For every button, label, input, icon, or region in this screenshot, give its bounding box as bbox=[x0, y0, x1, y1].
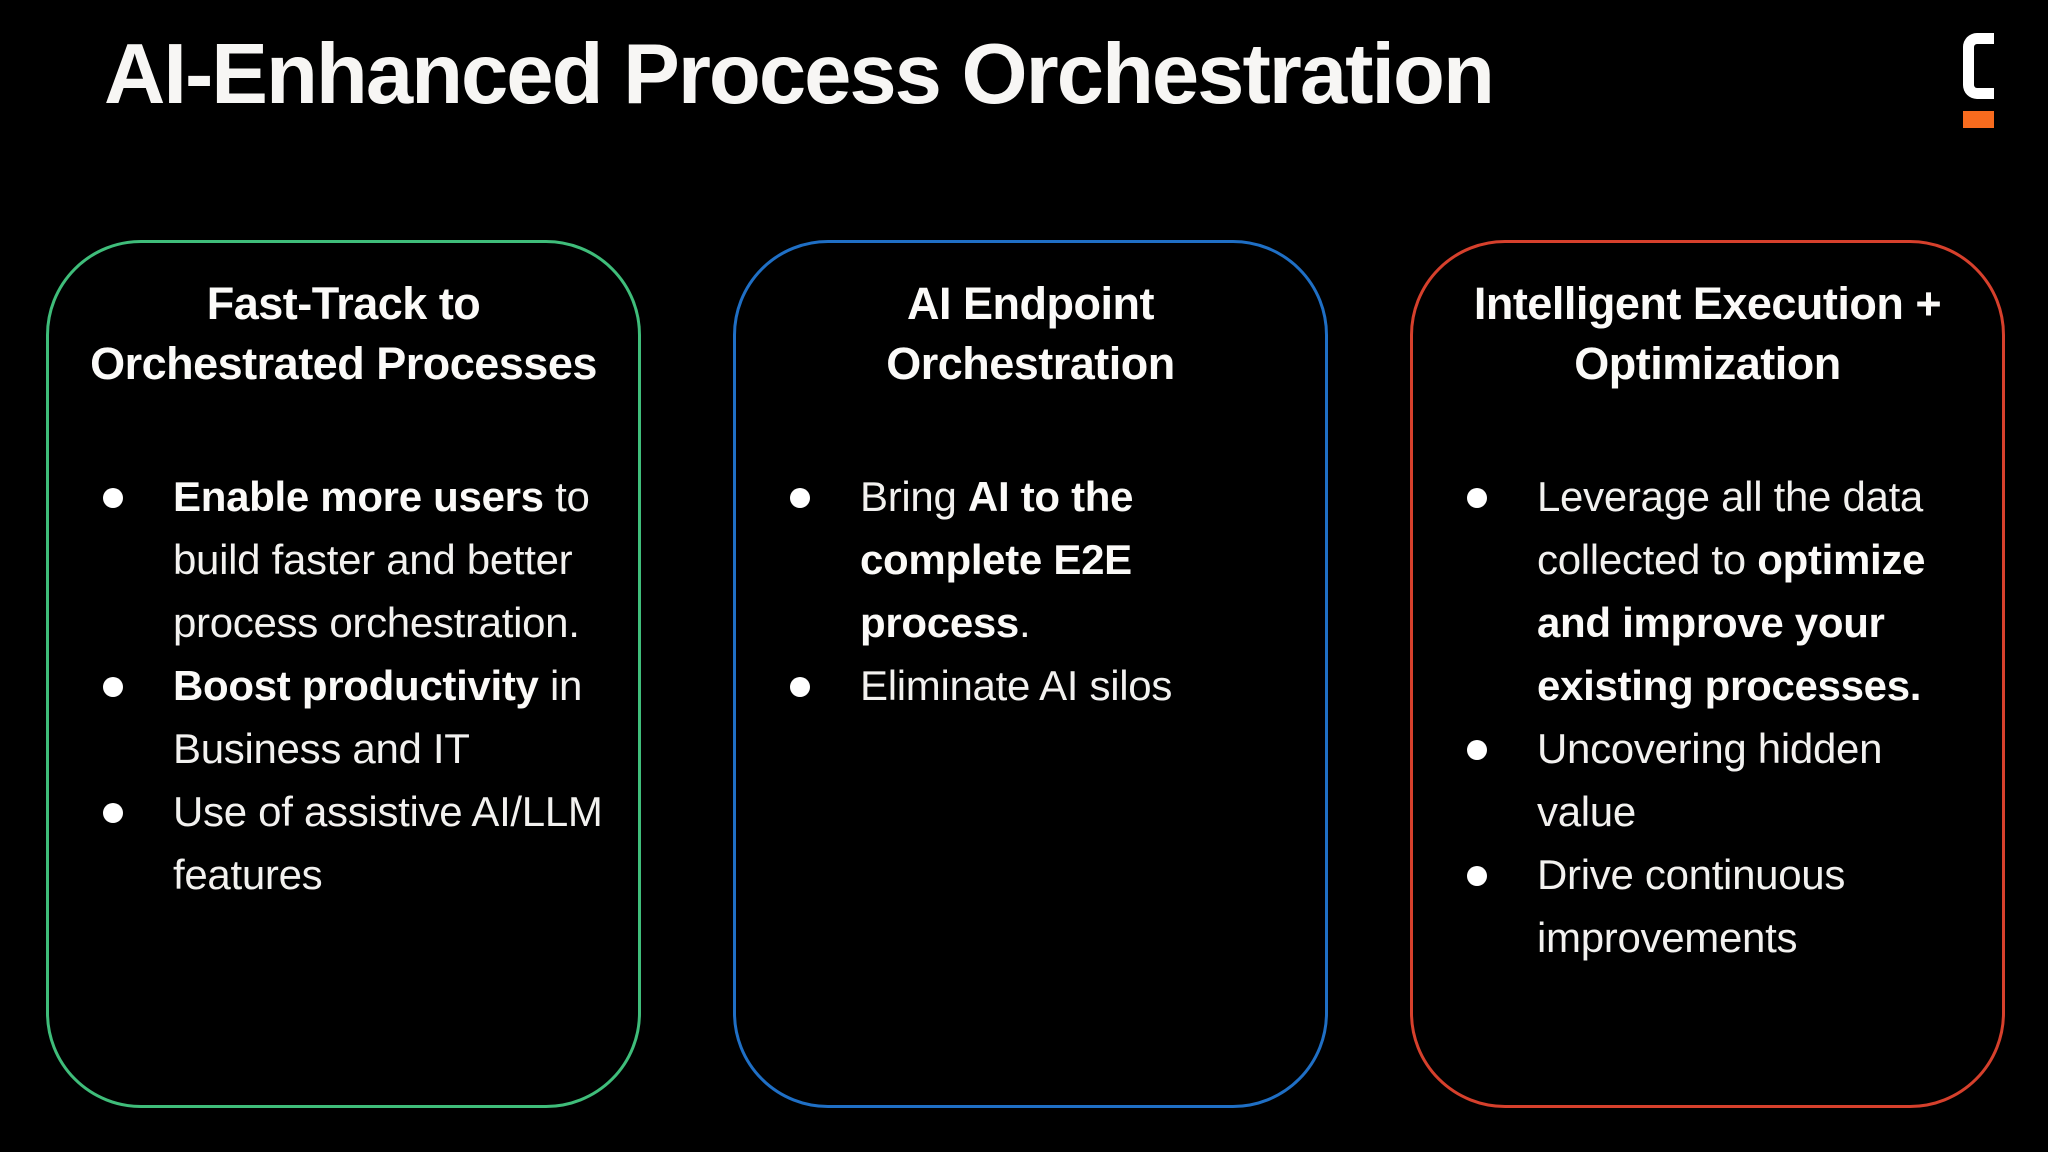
card-ai-endpoint: AI Endpoint Orchestration Bring AI to th… bbox=[733, 240, 1328, 1108]
list-item: Leverage all the data collected to optim… bbox=[1413, 465, 2002, 717]
bullet-text: Enable more users to build faster and be… bbox=[173, 473, 590, 646]
logo-c-icon bbox=[1963, 33, 1994, 99]
bullet-list: Bring AI to the complete E2E process. Eli… bbox=[736, 465, 1325, 717]
bullet-dot-icon bbox=[1467, 488, 1487, 508]
list-item: Bring AI to the complete E2E process. bbox=[736, 465, 1325, 654]
bullet-dot-icon bbox=[103, 488, 123, 508]
bullet-text: Boost productivity in Business and IT bbox=[173, 662, 583, 772]
list-item: Boost productivity in Business and IT bbox=[49, 654, 638, 780]
bullet-dot-icon bbox=[790, 677, 810, 697]
card-fast-track: Fast-Track to Orchestrated Processes Ena… bbox=[46, 240, 641, 1108]
card-title: AI Endpoint Orchestration bbox=[886, 278, 1175, 389]
bullet-dot-icon bbox=[103, 677, 123, 697]
list-item: Drive continuous improvements bbox=[1413, 843, 2002, 969]
page-title: AI-Enhanced Process Orchestration bbox=[104, 27, 1495, 122]
bullet-text: Drive continuous improvements bbox=[1537, 851, 1846, 961]
bullet-list: Leverage all the data collected to optim… bbox=[1413, 465, 2002, 969]
bullet-dot-icon bbox=[103, 803, 123, 823]
logo-accent-bar bbox=[1963, 111, 1994, 128]
bullet-text: Use of assistive AI/LLM features bbox=[173, 788, 603, 898]
card-title: Intelligent Execution + Optimization bbox=[1473, 278, 1942, 389]
card-title: Fast-Track to Orchestrated Processes bbox=[90, 278, 597, 389]
list-item: Enable more users to build faster and be… bbox=[49, 465, 638, 654]
list-item: Eliminate AI silos bbox=[736, 654, 1325, 717]
bullet-dot-icon bbox=[1467, 740, 1487, 760]
camunda-logo bbox=[1963, 33, 1997, 129]
bullet-list: Enable more users to build faster and be… bbox=[49, 465, 638, 906]
bullet-dot-icon bbox=[790, 488, 810, 508]
bullet-text: Eliminate AI silos bbox=[860, 662, 1173, 709]
bullet-text: Uncovering hidden value bbox=[1537, 725, 1883, 835]
list-item: Uncovering hidden value bbox=[1413, 717, 2002, 843]
list-item: Use of assistive AI/LLM features bbox=[49, 780, 638, 906]
card-intelligent-execution: Intelligent Execution + Optimization Lev… bbox=[1410, 240, 2005, 1108]
bullet-dot-icon bbox=[1467, 866, 1487, 886]
bullet-text: Bring AI to the complete E2E process. bbox=[860, 473, 1134, 646]
bullet-text: Leverage all the data collected to optim… bbox=[1537, 473, 1926, 709]
